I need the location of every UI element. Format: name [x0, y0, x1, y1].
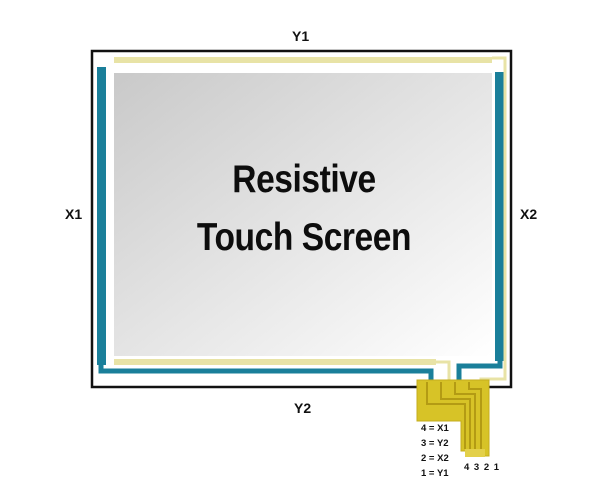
- x1-electrode: [97, 67, 106, 365]
- y2-electrode: [114, 359, 436, 365]
- edge-label-y2: Y2: [294, 400, 312, 416]
- screen-title-line2: Touch Screen: [196, 216, 412, 259]
- connector-tip: [465, 449, 485, 457]
- pin-legend-item: 3 = Y2: [421, 438, 449, 449]
- y1-electrode: [114, 57, 492, 63]
- connector-pin-numbers: 4 3 2 1: [464, 462, 500, 473]
- flex-cable-traces: [426, 382, 482, 449]
- edge-label-y1: Y1: [292, 28, 310, 44]
- edge-label-x1: X1: [65, 206, 83, 222]
- pin-legend-item: 2 = X2: [421, 453, 449, 464]
- pin-legend-item: 1 = Y1: [421, 468, 449, 479]
- pin-legend-item: 4 = X1: [421, 423, 449, 434]
- pin-legend: 4 = X1 3 = Y2 2 = X2 1 = Y1: [421, 421, 449, 481]
- x2-electrode: [495, 72, 504, 361]
- screen-surface: [114, 73, 492, 356]
- screen-title-line1: Resistive: [232, 158, 376, 201]
- edge-label-x2: X2: [520, 206, 538, 222]
